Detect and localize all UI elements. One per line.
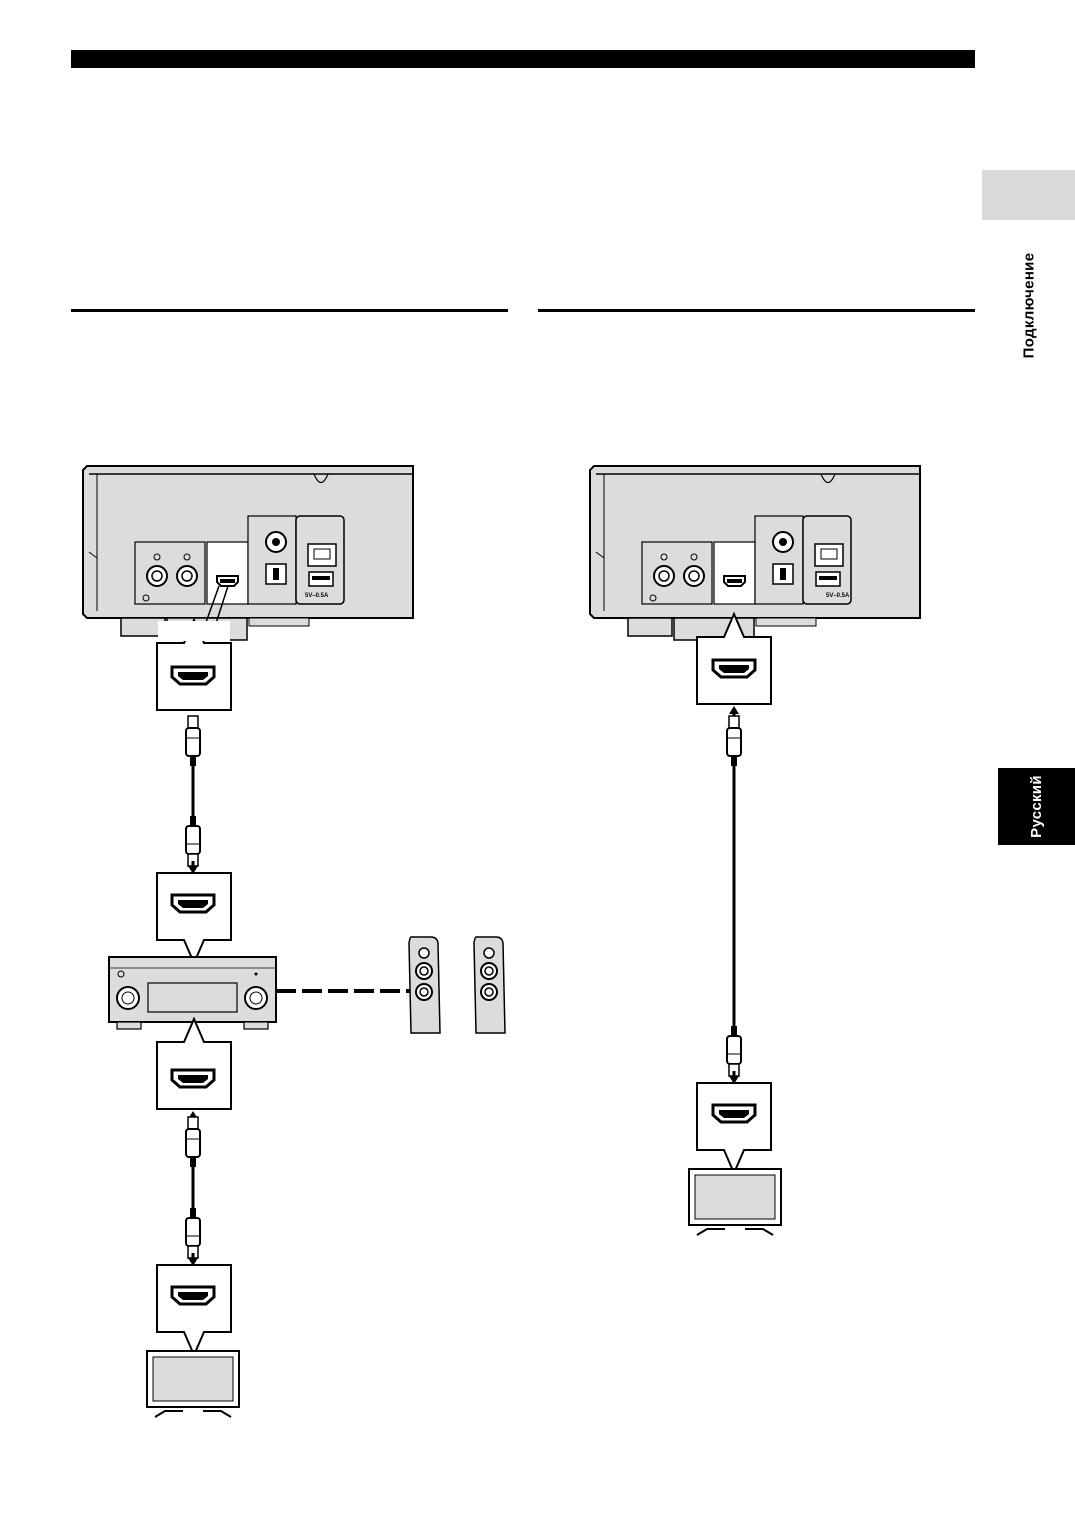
bd-player-rear-panel-right	[589, 465, 921, 641]
hdmi-plug-icon	[726, 715, 742, 767]
hdmi-plug-icon	[185, 815, 201, 867]
right-section-rule	[538, 309, 975, 312]
hdmi-plug-icon	[726, 1025, 742, 1077]
language-tab[interactable]: Русский	[998, 768, 1075, 845]
tv-icon	[688, 1168, 782, 1236]
hdmi-port-icon	[170, 1285, 216, 1306]
left-section-rule	[71, 309, 508, 312]
hdmi-plug-icon	[185, 715, 201, 767]
hdmi-port-icon	[711, 1103, 757, 1124]
tv-hdmi-in-callout	[696, 1082, 772, 1174]
hdmi-plug-icon	[185, 1116, 201, 1168]
top-header-bar	[71, 50, 975, 68]
usb-port-label-right: 5V–0.5A	[826, 593, 850, 599]
hdmi-port-icon	[711, 658, 757, 679]
chapter-tab[interactable]	[982, 170, 1075, 220]
hdmi-port-icon	[170, 893, 216, 914]
right-diagram: 5V–0.5A	[589, 465, 921, 1236]
left-diagram: 5V–0.5A	[82, 465, 506, 1418]
speaker-icon	[473, 936, 506, 1034]
receiver-hdmi-in-callout	[156, 872, 232, 964]
speaker-icon	[408, 936, 441, 1034]
hdmi-plug-icon	[185, 1207, 201, 1259]
bd-player-rear-panel-left	[82, 465, 414, 641]
usb-port-label-left: 5V–0.5A	[305, 593, 329, 599]
hdmi-port-icon	[170, 1068, 216, 1089]
tv-icon	[146, 1350, 240, 1418]
av-receiver	[108, 956, 277, 1030]
tv-hdmi-in-callout	[156, 1264, 232, 1356]
receiver-hdmi-out-callout	[156, 1018, 232, 1110]
hdmi-port-icon	[170, 665, 216, 686]
